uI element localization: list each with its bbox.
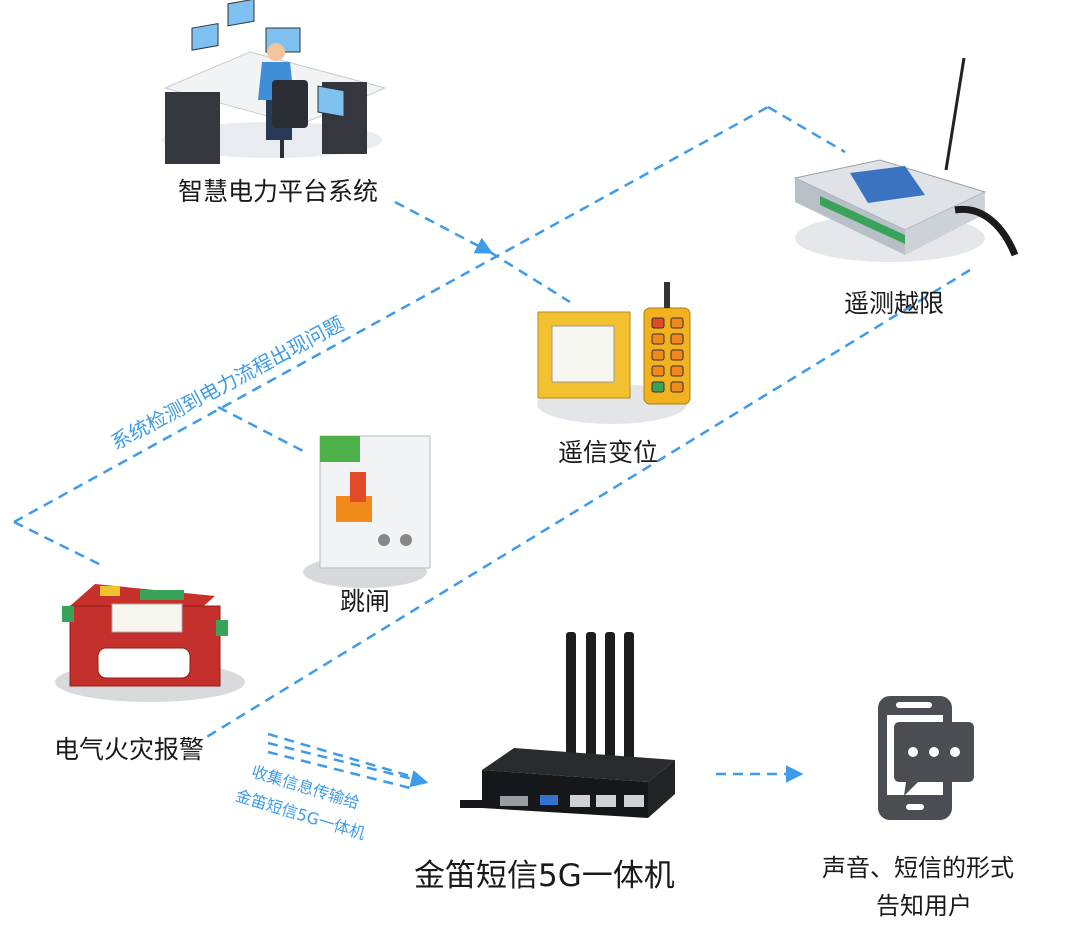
flow-collect-1: [267, 732, 411, 778]
flow-collect-2: [267, 741, 429, 788]
flow-collect-3: [267, 750, 411, 790]
telesignal-label: 遥信变位: [558, 438, 659, 467]
flow-telemetry-return: [204, 268, 971, 740]
flow-loop-left-down: [13, 520, 106, 569]
sms-device-label: 金笛短信5G一体机: [414, 858, 675, 894]
trip-label: 跳闸: [340, 587, 391, 616]
telemetry-label: 遥测越限: [844, 289, 945, 318]
flow-telesignal-continue: [489, 250, 571, 304]
flow-platform-to-telesignal: [394, 200, 494, 254]
remote-controller-illustration: [537, 282, 691, 424]
fire-alarm-device-illustration: [55, 584, 245, 702]
flow-loop-peak-right: [767, 105, 846, 154]
sms-5g-router-illustration: [460, 632, 675, 818]
notify-label-line1: 声音、短信的形式: [822, 854, 1014, 882]
notify-label-line2: 告知用户: [876, 892, 972, 920]
flow-loop-left-up: [13, 105, 769, 524]
flow-branch-to-trip: [217, 405, 306, 454]
rtu-device-illustration: [793, 57, 1019, 262]
workstation-illustration: [162, 0, 387, 164]
flow-lines: [13, 105, 971, 790]
platform-label: 智慧电力平台系统: [178, 177, 379, 206]
phone-message-icon: [878, 696, 974, 820]
circuit-breaker-illustration: [303, 435, 431, 588]
fire-alarm-label: 电气火灾报警: [54, 735, 205, 764]
